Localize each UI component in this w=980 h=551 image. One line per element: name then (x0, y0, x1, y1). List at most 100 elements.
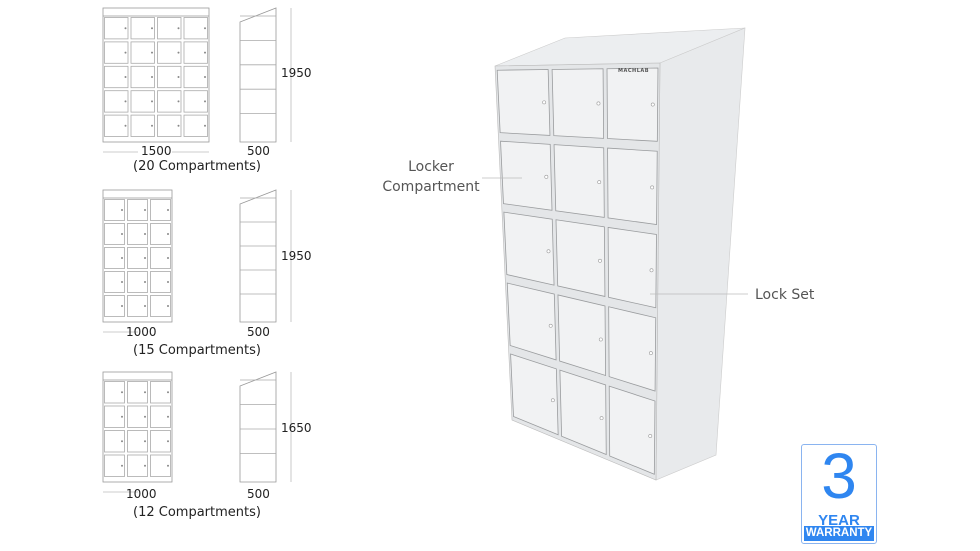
compartment-door (157, 17, 182, 40)
lock-dot (144, 305, 146, 307)
drawing-3-caption: (12 Compartments) (133, 505, 261, 520)
locker-compartment-door (606, 67, 659, 142)
lock-dot (177, 76, 180, 78)
compartment-door (127, 271, 148, 293)
lock-dot (204, 27, 206, 30)
drawing-1-width: 1500 (141, 144, 172, 158)
compartment-door (104, 90, 129, 113)
side-view (239, 371, 277, 483)
lock-dot (167, 257, 169, 259)
lock-dot (151, 124, 153, 127)
drawing-2-width: 1000 (126, 325, 157, 339)
compartment-door (127, 223, 148, 245)
compartment-door (157, 90, 182, 113)
compartment-door (157, 114, 182, 137)
lock-dot (167, 281, 169, 283)
compartment-door (104, 41, 129, 64)
compartment-door (104, 114, 129, 137)
lock-dot (121, 415, 123, 418)
locker-compartment-door (608, 306, 657, 392)
compartment-door (104, 247, 125, 269)
locker-side (655, 27, 746, 481)
lock-dot (121, 305, 123, 307)
compartment-door (150, 295, 171, 317)
lock-dot (177, 27, 180, 30)
drawing-1-depth: 500 (247, 144, 270, 158)
compartment-door (130, 17, 155, 40)
locker-compartment-door (555, 219, 606, 297)
brand-label: MACHLAB (618, 68, 650, 74)
locker-compartment-door (503, 211, 555, 286)
lock-icon (550, 398, 555, 403)
lock-dot (124, 51, 127, 54)
lock-icon (596, 101, 601, 106)
compartment-door (183, 41, 208, 64)
lock-dot (151, 51, 153, 54)
drawing-1-height: 1950 (281, 66, 312, 80)
compartment-door (183, 90, 208, 113)
lock-dot (204, 76, 206, 78)
compartment-door (104, 381, 125, 404)
lock-dot (151, 100, 153, 103)
lock-icon (548, 323, 553, 328)
lock-icon (544, 174, 549, 179)
lock-dot (124, 100, 127, 103)
lock-dot (144, 415, 146, 418)
locker-compartment-door (500, 140, 553, 211)
lock-dot (167, 233, 169, 235)
front-frame (102, 7, 210, 143)
lock-dot (177, 100, 180, 103)
lock-dot (167, 464, 169, 467)
lock-dot (121, 257, 123, 259)
lock-icon (650, 185, 655, 190)
locker-compartment-door (557, 294, 606, 377)
lock-dot (204, 100, 206, 103)
lock-dot (167, 391, 169, 394)
lock-dot (204, 51, 206, 54)
locker-compartment-door (510, 353, 559, 436)
lock-icon (598, 337, 603, 342)
locker-compartment-door (553, 144, 605, 218)
compartment-door (183, 65, 208, 89)
lock-dot (121, 391, 123, 394)
compartment-door (104, 454, 125, 477)
lock-icon (648, 434, 653, 438)
compartment-door (104, 65, 129, 89)
lock-dot (144, 440, 146, 443)
compartment-door (130, 90, 155, 113)
lock-dot (121, 440, 123, 443)
front-frame (102, 189, 173, 323)
warranty-number: 3 (821, 440, 857, 512)
compartment-door (127, 247, 148, 269)
lock-dot (144, 281, 146, 283)
compartment-door (150, 271, 171, 293)
compartment-door (150, 405, 171, 428)
lock-dot (167, 305, 169, 307)
lock-icon (597, 180, 602, 185)
lock-dot (121, 281, 123, 283)
compartment-door (183, 17, 208, 40)
lock-dot (124, 76, 127, 78)
locker-compartment-door (496, 69, 551, 136)
lock-dot (124, 124, 127, 127)
drawing-3-height: 1650 (281, 421, 312, 435)
compartment-door (150, 199, 171, 221)
lock-dot (177, 124, 180, 127)
locker-compartment-door (559, 369, 607, 456)
lock-dot (121, 233, 123, 235)
compartment-door (183, 114, 208, 137)
drawing-1-caption: (20 Compartments) (133, 159, 261, 174)
compartment-door (150, 247, 171, 269)
lock-icon (542, 100, 547, 105)
compartment-door (104, 17, 129, 40)
compartment-door (150, 223, 171, 245)
compartment-door (104, 430, 125, 453)
warranty-badge: 3 YEAR WARRANTY (801, 440, 877, 544)
locker-compartment-door (607, 226, 657, 309)
compartment-door (157, 65, 182, 89)
compartment-door (104, 405, 125, 428)
compartment-door (104, 295, 125, 317)
front-frame (102, 371, 173, 483)
compartment-door (127, 405, 148, 428)
lock-dot (167, 440, 169, 443)
